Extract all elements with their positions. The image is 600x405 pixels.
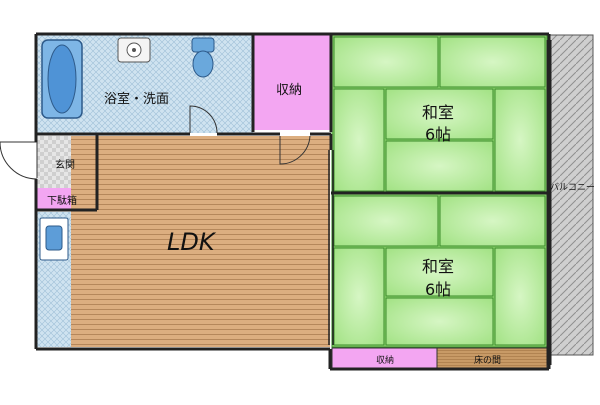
label-ldk: LDK bbox=[167, 228, 217, 256]
label-balcony: バルコニー bbox=[550, 182, 595, 193]
balcony-windows bbox=[546, 40, 552, 365]
bath-door bbox=[189, 105, 218, 134]
storage-top bbox=[254, 35, 330, 130]
label-shoe-box: 下駄箱 bbox=[47, 194, 77, 207]
label-washitsu2-size: 6帖 bbox=[425, 280, 451, 299]
label-storage-top: 収納 bbox=[276, 83, 302, 98]
label-washitsu2-name: 和室 bbox=[422, 257, 454, 276]
label-tokonoma: 床の間 bbox=[474, 354, 501, 366]
walls bbox=[34, 32, 551, 371]
toilet-tank bbox=[191, 37, 215, 53]
entrance-door bbox=[0, 141, 38, 180]
label-bath: 浴室・洗面 bbox=[104, 91, 169, 107]
toilet-bowl bbox=[192, 50, 214, 78]
ldk-floor bbox=[71, 136, 330, 347]
balcony-area bbox=[548, 34, 594, 356]
label-storage-bottom: 収納 bbox=[376, 354, 394, 366]
label-washitsu1-name: 和室 bbox=[422, 103, 454, 122]
ldk-door bbox=[279, 135, 311, 165]
label-washitsu1-size: 6帖 bbox=[425, 125, 451, 144]
sink-basin bbox=[45, 225, 63, 251]
sliding-doors bbox=[328, 150, 334, 345]
label-entrance: 玄関 bbox=[55, 158, 75, 171]
bathtub-basin bbox=[47, 44, 77, 114]
